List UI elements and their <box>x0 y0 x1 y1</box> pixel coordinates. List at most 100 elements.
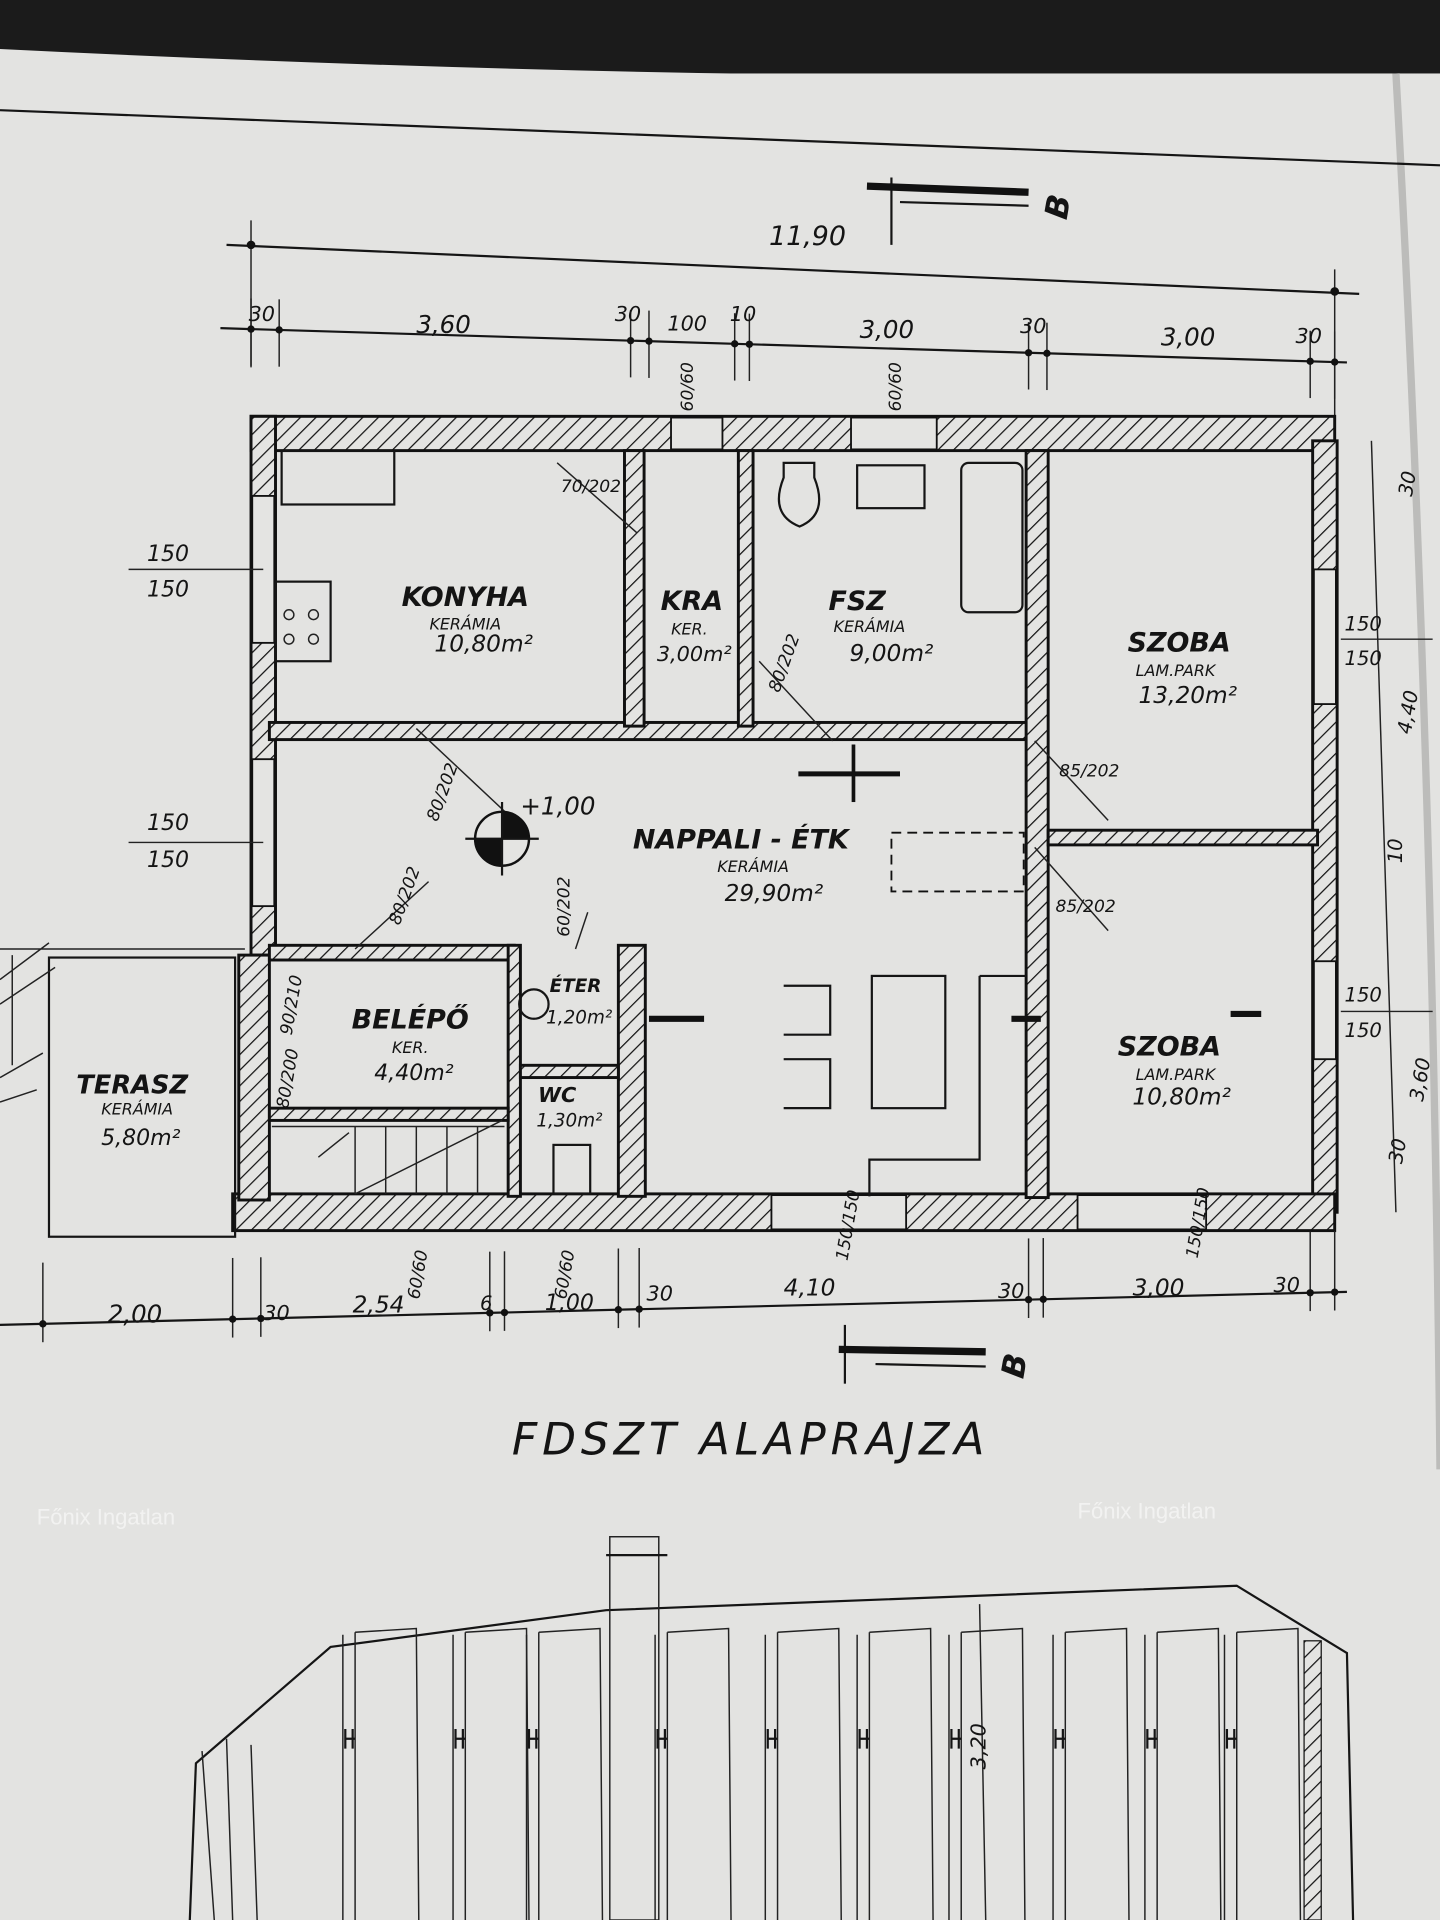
sink-icon <box>856 464 926 510</box>
dimension-right: 30 150 150 4,40 10 150 150 3,60 30 <box>1340 440 1435 1213</box>
svg-text:150: 150 <box>147 811 189 836</box>
dimension-dot <box>731 340 739 348</box>
dimension-dot <box>1306 357 1314 366</box>
svg-text:3,60: 3,60 <box>416 310 470 339</box>
elevation-panel <box>856 1627 934 1920</box>
svg-text:1,00: 1,00 <box>545 1291 594 1316</box>
svg-text:KER.: KER. <box>392 1038 429 1057</box>
svg-text:KER.: KER. <box>671 619 708 638</box>
watermark-text: Főnix Ingatlan <box>1078 1498 1216 1523</box>
svg-text:30: 30 <box>615 302 641 326</box>
room-wc: WC 1,30m² <box>536 1083 603 1131</box>
watermark-text: Főnix Ingatlan <box>37 1504 175 1529</box>
svg-text:70/202: 70/202 <box>561 477 621 497</box>
elevation-panel <box>1052 1627 1130 1920</box>
dimension-top-chain: 30 3,60 30 100 10 3,00 30 3,00 30 <box>220 298 1347 399</box>
svg-text:150: 150 <box>1344 613 1381 636</box>
elevation-hinge <box>344 1728 356 1749</box>
walls <box>231 414 1339 1233</box>
chairs <box>783 984 832 1110</box>
svg-text:TERASZ: TERASZ <box>76 1070 189 1100</box>
svg-text:3,00m²: 3,00m² <box>657 642 732 666</box>
dimension-dot <box>500 1308 509 1317</box>
svg-text:150: 150 <box>147 542 189 567</box>
dimension-dot <box>635 1305 643 1313</box>
elevation-hinge <box>656 1728 668 1749</box>
terrace-railing <box>0 942 245 1103</box>
svg-text:10: 10 <box>1384 838 1407 863</box>
dining-table <box>870 974 947 1110</box>
svg-text:30: 30 <box>998 1279 1024 1303</box>
dimension-dot <box>626 336 635 345</box>
terrace-outline <box>47 956 237 1238</box>
svg-text:100: 100 <box>667 312 707 336</box>
svg-text:FSZ: FSZ <box>828 586 886 617</box>
svg-text:4,40m²: 4,40m² <box>374 1061 454 1086</box>
svg-text:60/60: 60/60 <box>678 362 698 411</box>
dimension-dot <box>486 1309 494 1317</box>
elevation-panel <box>525 1627 604 1920</box>
elevation-panel <box>764 1627 842 1920</box>
svg-text:11,90: 11,90 <box>769 221 846 252</box>
svg-text:BELÉPŐ: BELÉPŐ <box>352 1004 469 1036</box>
svg-text:NAPPALI - ÉTK: NAPPALI - ÉTK <box>633 824 851 856</box>
svg-text:150: 150 <box>1344 647 1381 670</box>
elevation-hinge <box>1146 1728 1158 1749</box>
svg-text:ÉTER: ÉTER <box>550 975 602 997</box>
dimension-dot <box>275 326 283 334</box>
elevation-drawing: 3,20 <box>188 1536 1355 1920</box>
svg-text:1,20m²: 1,20m² <box>546 1008 613 1029</box>
svg-text:10: 10 <box>730 302 756 326</box>
svg-text:3,00: 3,00 <box>1161 322 1215 351</box>
svg-text:2,54: 2,54 <box>353 1292 405 1319</box>
svg-text:30: 30 <box>263 1301 289 1325</box>
elevation-panel <box>452 1627 530 1920</box>
dimension-dot <box>745 340 754 348</box>
svg-text:SZOBA: SZOBA <box>1128 627 1231 658</box>
svg-text:KERÁMIA: KERÁMIA <box>834 617 906 636</box>
dimension-dot <box>1331 358 1339 366</box>
dimension-dot <box>1039 1295 1047 1303</box>
room-belepo: BELÉPŐ KER. 4,40m² <box>352 1004 469 1086</box>
svg-text:KONYHA: KONYHA <box>402 582 529 613</box>
marks: +1,00 <box>465 744 1262 1022</box>
svg-text:WC: WC <box>538 1083 577 1107</box>
svg-text:150: 150 <box>1344 984 1381 1007</box>
dimension-dot <box>257 1314 265 1323</box>
room-eter: ÉTER 1,20m² <box>546 975 613 1029</box>
dimension-dot <box>1306 1289 1314 1297</box>
dimension-dot <box>247 325 255 333</box>
dimension-dot <box>1024 1295 1033 1304</box>
svg-text:10,80m²: 10,80m² <box>1132 1083 1231 1110</box>
dimension-dot <box>228 1315 237 1323</box>
svg-text:1,30m²: 1,30m² <box>536 1111 603 1132</box>
elevation-hinge <box>1054 1728 1066 1749</box>
svg-text:10,80m²: 10,80m² <box>434 630 533 657</box>
svg-text:4,10: 4,10 <box>784 1275 836 1302</box>
svg-text:3,00: 3,00 <box>860 315 914 344</box>
svg-text:SZOBA: SZOBA <box>1118 1032 1221 1063</box>
elevation-panel <box>1223 1627 1302 1920</box>
dimension-dot <box>614 1306 623 1314</box>
elevation-label: +1,00 <box>520 791 595 820</box>
dimension-dot <box>1331 1288 1339 1296</box>
elevation-hinge <box>1225 1728 1237 1749</box>
dimension-bottom-chain: 2,00 30 2,54 6 1,00 30 4,10 30 3,00 30 <box>0 1230 1347 1343</box>
door-swings <box>354 462 1109 950</box>
kitchen-counter <box>868 974 1027 1197</box>
paper-sheet <box>0 48 1440 1920</box>
elevation-hinge <box>527 1728 539 1749</box>
dimension-dot <box>1043 349 1051 357</box>
svg-text:30: 30 <box>647 1281 673 1305</box>
svg-text:30: 30 <box>1394 469 1421 498</box>
sheet-border-line <box>0 109 1440 167</box>
svg-text:LAM.PARK: LAM.PARK <box>1136 1065 1217 1084</box>
